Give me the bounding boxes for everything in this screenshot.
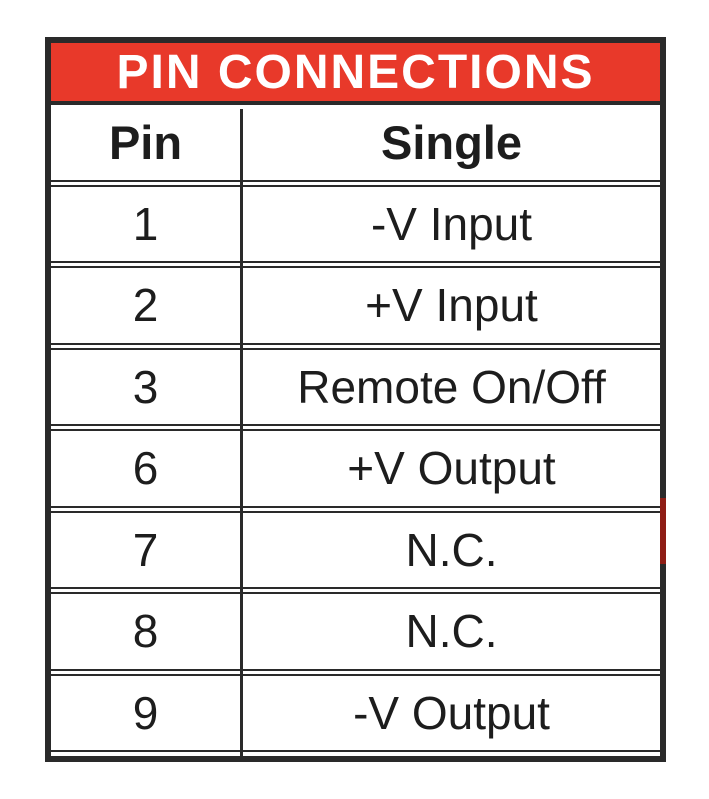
table-row: 3 Remote On/Off <box>51 347 660 426</box>
pin-number-cell: 9 <box>132 686 159 739</box>
table-row: 9 -V Output <box>51 673 660 752</box>
pin-number-cell: 7 <box>132 523 159 576</box>
table-row: 6 +V Output <box>51 429 660 508</box>
pin-number-cell: 1 <box>132 197 159 250</box>
pin-function-cell: +V Input <box>365 279 538 332</box>
table-row: 7 N.C. <box>51 510 660 589</box>
pin-number-cell: 6 <box>132 442 159 495</box>
column-divider-line <box>240 109 243 756</box>
table-row: 2 +V Input <box>51 266 660 345</box>
table-row: 8 N.C. <box>51 592 660 671</box>
pin-function-cell: N.C. <box>405 605 498 658</box>
table-row: 1 -V Input <box>51 184 660 263</box>
pin-number-cell: 8 <box>132 605 159 658</box>
pin-function-cell: N.C. <box>405 523 498 576</box>
pin-function-cell: Remote On/Off <box>297 360 606 413</box>
table-body: Pin Single 1 -V Input 2 +V Input 3 Remot… <box>51 105 660 756</box>
table-title: PIN CONNECTIONS <box>116 45 595 99</box>
pin-function-cell: -V Input <box>370 197 533 250</box>
pin-number-cell: 2 <box>132 279 159 332</box>
pin-function-cell: -V Output <box>353 686 550 739</box>
pin-number-cell: 3 <box>132 360 159 413</box>
table-header-row: Pin Single <box>51 105 660 182</box>
table-title-banner: PIN CONNECTIONS <box>51 43 660 105</box>
pin-connections-table: PIN CONNECTIONS Pin Single 1 -V Input 2 … <box>45 37 666 762</box>
column-header-pin: Pin <box>108 115 183 169</box>
column-header-single: Single <box>380 115 523 169</box>
pin-function-cell: +V Output <box>347 442 556 495</box>
scan-artifact-mark <box>660 498 666 564</box>
